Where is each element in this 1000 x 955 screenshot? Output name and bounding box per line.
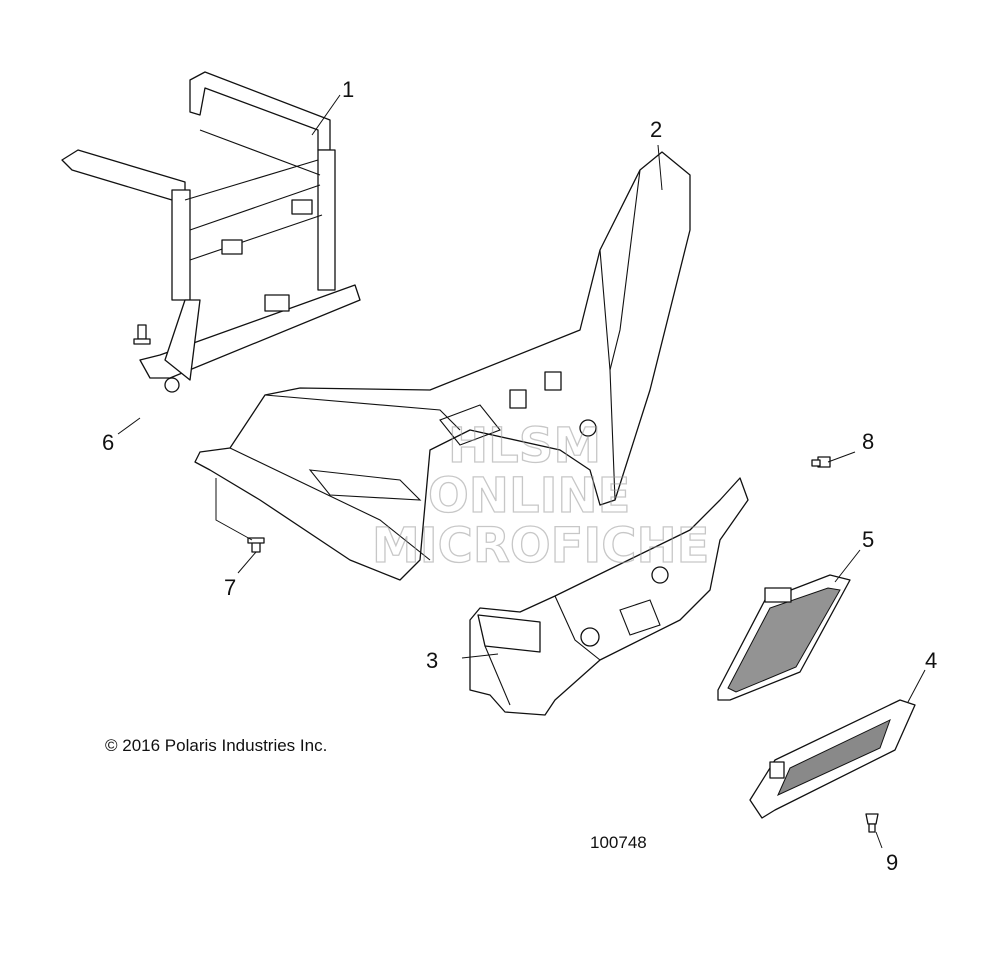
callout-9: 9 [886, 850, 898, 875]
part-3-lower-panel [469, 477, 749, 716]
callout-7: 7 [224, 575, 236, 600]
watermark-line-1: HLSM [448, 418, 601, 474]
watermark-line-3: MICROFICHE [372, 518, 709, 574]
callout-1: 1 [342, 77, 354, 102]
copyright-notice: © 2016 Polaris Industries Inc. [105, 736, 327, 755]
fastener-7 [247, 537, 265, 553]
part-4-lower-grille [749, 699, 916, 819]
fastener-6 [133, 324, 151, 345]
callout-8: 8 [862, 429, 874, 454]
part-2-front-panel [194, 151, 691, 581]
part-1-frame [61, 71, 361, 393]
callout-6: 6 [102, 430, 114, 455]
callout-3: 3 [426, 648, 438, 673]
callout-4: 4 [925, 648, 937, 673]
watermark-line-2: ONLINE [428, 468, 630, 524]
callout-2: 2 [650, 117, 662, 142]
drawing-number: 100748 [590, 833, 647, 852]
callout-5: 5 [862, 527, 874, 552]
fastener-9 [865, 813, 879, 833]
part-5-grille [717, 574, 851, 701]
watermark: HLSM ONLINE MICROFICHE [371, 417, 710, 574]
leader-lines [117, 94, 926, 849]
fastener-8 [811, 456, 831, 468]
